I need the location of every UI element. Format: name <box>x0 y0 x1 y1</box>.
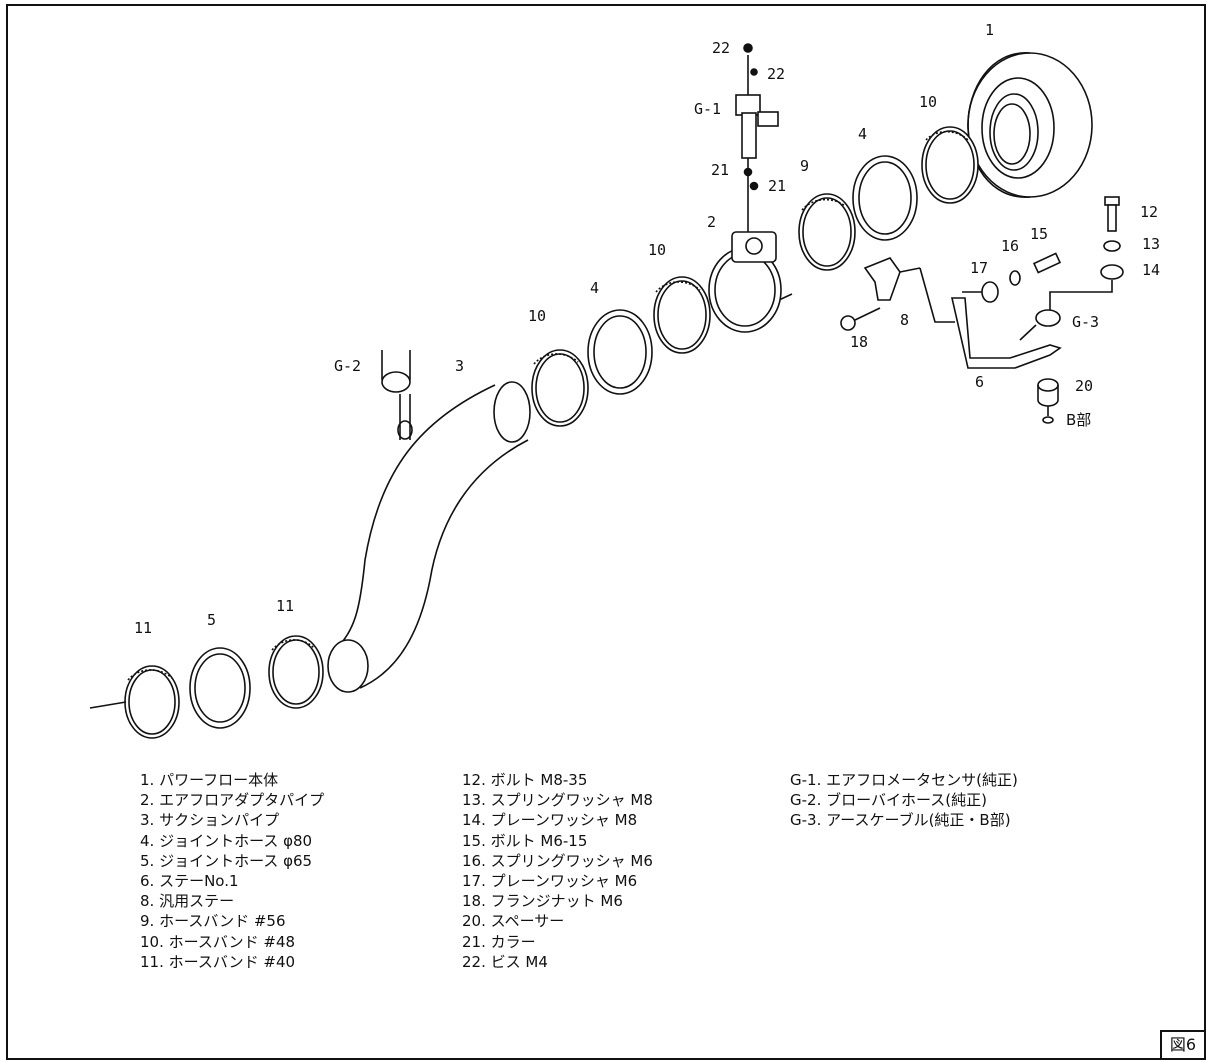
callout-17: 17 <box>970 259 989 277</box>
callout-15: 15 <box>1030 225 1049 243</box>
callout-5: 5 <box>207 611 217 629</box>
callout-9: 9 <box>800 157 810 175</box>
legend-column-1: 1. パワーフロー本体 2. エアフロアダプタパイプ 3. サクションパイプ 4… <box>140 770 324 972</box>
legend-item: 18. フランジナット M6 <box>462 892 623 911</box>
callout-21a: 21 <box>711 161 730 179</box>
part-10-hose-band-lower <box>531 349 589 427</box>
part-10-hose-band-top <box>921 126 979 204</box>
callout-6: 6 <box>975 373 985 391</box>
callout-1: 1 <box>985 21 995 39</box>
callout-11a: 11 <box>134 619 153 637</box>
part-9-hose-band <box>798 193 856 271</box>
callout-4b: 4 <box>590 279 600 297</box>
callout-11b: 11 <box>276 597 295 615</box>
callout-10b: 10 <box>648 241 667 259</box>
callout-12: 12 <box>1140 203 1159 221</box>
part-10-hose-band-middle <box>653 276 711 354</box>
legend-item: 14. プレーンワッシャ M8 <box>462 811 638 830</box>
callout-18: 18 <box>850 333 869 351</box>
legend-item: 4. ジョイントホース φ80 <box>140 831 313 850</box>
part-2-adapter-pipe <box>708 231 793 333</box>
legend-item: 21. カラー <box>462 932 536 951</box>
legend-item: 13. スプリングワッシャ M8 <box>462 791 653 810</box>
part-4-joint-hose-lower <box>587 309 653 395</box>
callout-4a: 4 <box>858 125 868 143</box>
legend-item: G-3. アースケーブル(純正・B部) <box>790 811 1011 830</box>
callout-b-part: B部 <box>1066 411 1092 429</box>
parts-12-13-14 <box>1049 196 1124 315</box>
callout-g2: G-2 <box>334 357 362 375</box>
legend-item: 5. ジョイントホース φ65 <box>140 851 313 870</box>
legend-item: 8. 汎用ステー <box>140 892 235 911</box>
legend-item: 16. スプリングワッシャ M6 <box>462 851 653 870</box>
callout-13: 13 <box>1142 235 1161 253</box>
callout-14: 14 <box>1142 261 1161 279</box>
legend-item: 22. ビス M4 <box>462 952 548 971</box>
legend-item: 2. エアフロアダプタパイプ <box>140 791 325 810</box>
callout-2: 2 <box>707 213 717 231</box>
callout-22b: 22 <box>767 65 786 83</box>
part-g3-earth-cable <box>1019 309 1061 341</box>
callout-g1: G-1 <box>694 100 722 118</box>
callout-g3: G-3 <box>1072 313 1100 331</box>
legend-item: 1. パワーフロー本体 <box>140 771 279 789</box>
legend-item: 12. ボルト M8-35 <box>462 771 588 789</box>
legend-column-2: 12. ボルト M8-35 13. スプリングワッシャ M8 14. プレーンワ… <box>462 770 653 972</box>
diagram-frame <box>6 4 1206 1060</box>
legend-item: 6. ステーNo.1 <box>140 872 239 891</box>
callout-10a: 10 <box>919 93 938 111</box>
callout-8: 8 <box>900 311 910 329</box>
part-5-joint-hose <box>189 647 251 729</box>
callout-20: 20 <box>1075 377 1094 395</box>
legend-column-3: G-1. エアフロメータセンサ(純正) G-2. ブローバイホース(純正) G-… <box>790 770 1018 831</box>
legend-item: G-1. エアフロメータセンサ(純正) <box>790 771 1018 789</box>
callout-3: 3 <box>455 357 465 375</box>
legend-item: 10. ホースバンド #48 <box>140 932 296 951</box>
part-4-joint-hose-top <box>852 155 918 241</box>
callout-21b: 21 <box>768 177 787 195</box>
part-11-hose-band-left <box>89 665 180 739</box>
part-11-hose-band-right <box>268 635 324 709</box>
callout-22a: 22 <box>712 39 731 57</box>
part-3-suction-pipe <box>327 381 531 693</box>
part-1-power-flow-body <box>967 52 1093 198</box>
legend-item: 20. スペーサー <box>462 912 565 931</box>
legend-item: 3. サクションパイプ <box>140 811 280 830</box>
legend-item: 15. ボルト M6-15 <box>462 831 588 850</box>
callout-10c: 10 <box>528 307 547 325</box>
legend-item: 11. ホースバンド #40 <box>140 952 296 971</box>
legend-item: 17. プレーンワッシャ M6 <box>462 872 638 891</box>
part-8-bracket <box>840 257 921 331</box>
figure-number-label: 図6 <box>1160 1030 1206 1060</box>
part-g1-airflow-sensor <box>735 43 779 232</box>
legend-item: G-2. ブローバイホース(純正) <box>790 791 987 810</box>
parts-15-16-17 <box>981 252 1062 303</box>
part-g2-blowby-hose <box>381 350 413 440</box>
part-20-spacer <box>1037 378 1059 424</box>
legend-item: 9. ホースバンド #56 <box>140 912 286 931</box>
callout-16: 16 <box>1001 237 1020 255</box>
